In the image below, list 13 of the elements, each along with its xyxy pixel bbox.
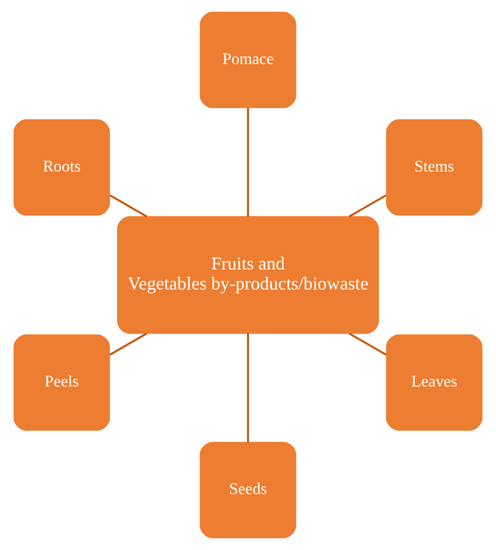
- node-box: Stems: [386, 119, 482, 216]
- node-box: Seeds: [200, 442, 296, 538]
- connector: [246, 108, 250, 217]
- node-box: Roots: [14, 119, 110, 216]
- node-box: Fruits and Vegetables by-products/biowaste: [117, 216, 379, 334]
- node-box: Leaves: [386, 334, 482, 431]
- connector: [109, 194, 148, 218]
- node-box: Pomace: [200, 12, 296, 108]
- connector: [348, 332, 387, 356]
- connector: [348, 194, 387, 218]
- connector: [109, 332, 148, 356]
- node-box: Peels: [14, 334, 110, 431]
- connector: [246, 333, 250, 442]
